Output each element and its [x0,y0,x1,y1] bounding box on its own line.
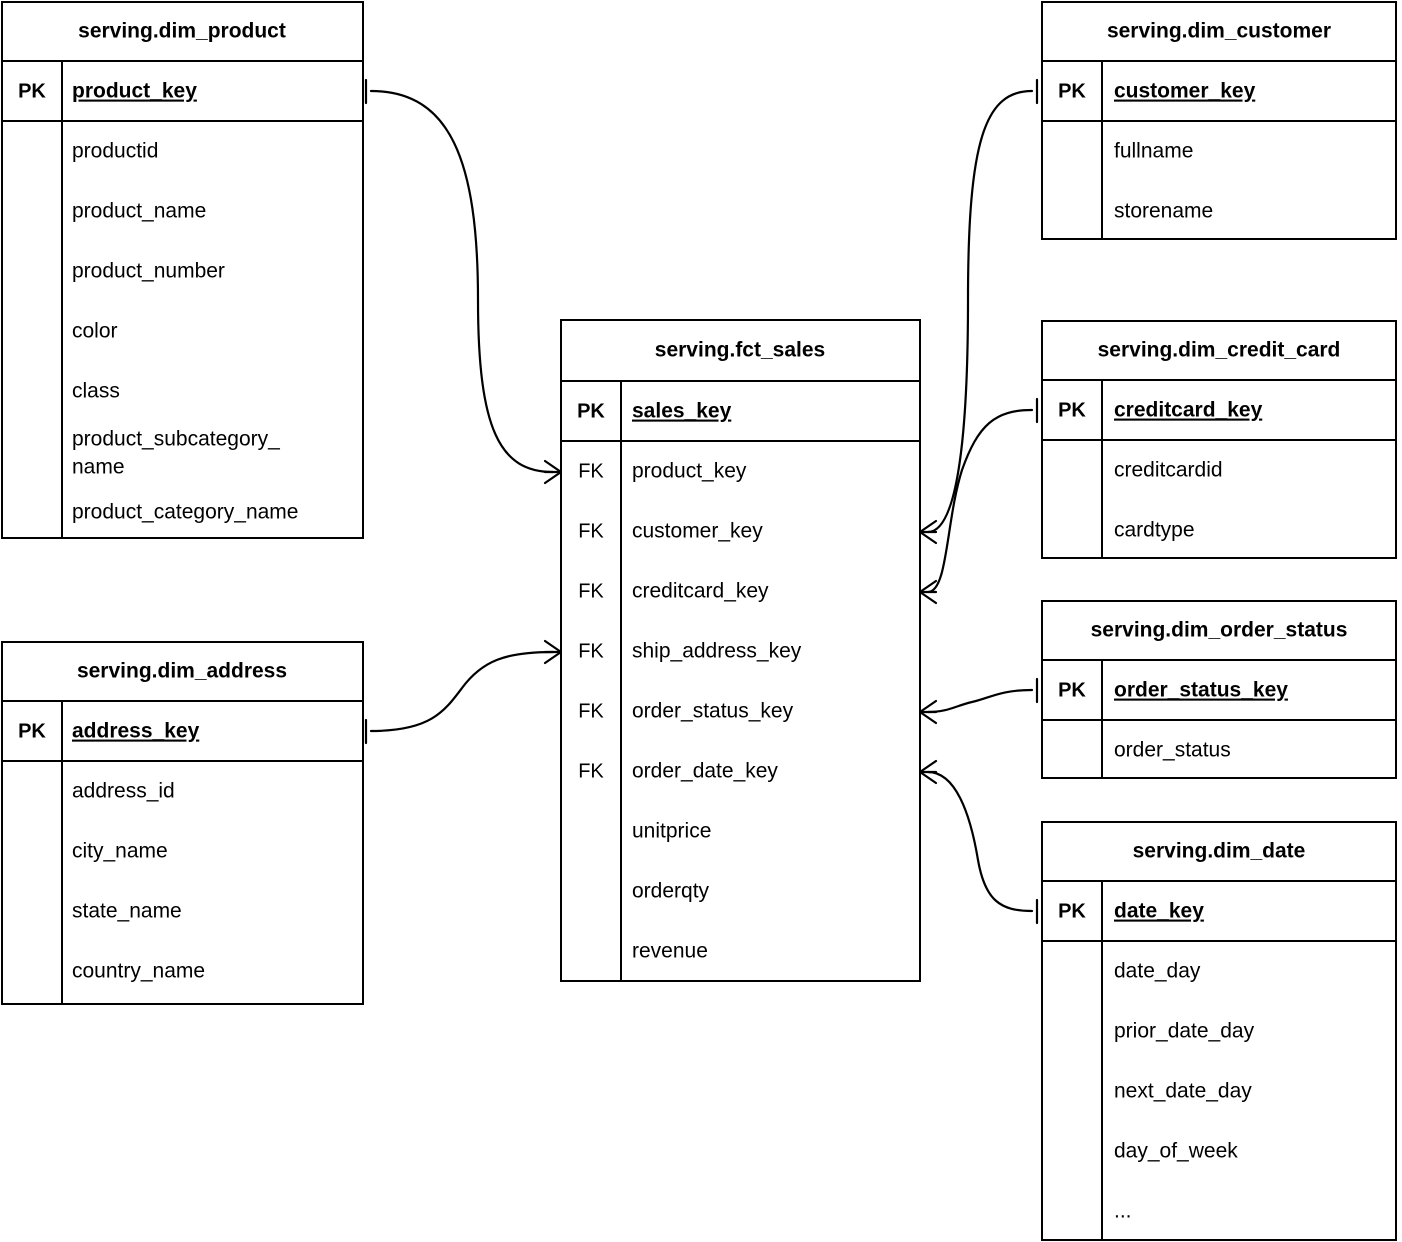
crowfoot-marker [918,699,938,725]
entity-dim-customer[interactable]: serving.dim_customer PK customer_key ful… [1041,1,1397,240]
column-state-name: state_name [72,900,182,923]
pk-column-name: date_key [1114,900,1204,923]
column-customer-key: customer_key [632,520,763,543]
column-class: class [72,380,120,403]
relationship-customer-sales[interactable] [918,78,1039,545]
column-product-number: product_number [72,260,225,283]
entity-dim-address[interactable]: serving.dim_address PK address_key addre… [1,641,364,1005]
column-day-of-week: day_of_week [1114,1140,1238,1163]
relationship-product-sales[interactable] [364,78,563,485]
column-ellipsis: ... [1114,1200,1132,1223]
column-product-name: product_name [72,200,206,223]
pk-tag: PK [18,80,46,102]
column-order-date-key: order_date_key [632,760,778,783]
column-date-day: date_day [1114,960,1201,983]
fk-tag-product-key: FK [578,460,604,482]
fk-tag-creditcard-key: FK [578,580,604,602]
column-productid: productid [72,140,158,163]
column-cardtype: cardtype [1114,519,1195,542]
relationship-address-sales[interactable] [364,639,563,745]
entity-title: serving.dim_order_status [1091,619,1348,642]
pk-tag: PK [1058,399,1086,421]
column-storename: storename [1114,200,1213,223]
fk-tag-order-status-key: FK [578,700,604,722]
crowfoot-marker [543,459,563,485]
pk-tag: PK [1058,900,1086,922]
column-address-id: address_id [72,780,175,803]
column-order-status-key: order_status_key [632,700,794,723]
column-creditcardid: creditcardid [1114,459,1223,482]
pk-column-name: order_status_key [1114,679,1288,702]
column-product-subcategory-name-line1: product_subcategory_ [72,428,280,451]
column-orderqty: orderqty [632,880,710,903]
entity-title: serving.fct_sales [655,339,825,362]
column-revenue: revenue [632,940,708,963]
column-creditcard-key: creditcard_key [632,580,769,603]
entity-title: serving.dim_address [77,660,287,683]
column-next-date-day: next_date_day [1114,1080,1252,1103]
column-product-key: product_key [632,460,747,483]
pk-column-name: product_key [72,80,197,103]
column-product-subcategory-name-line2: name [72,456,125,479]
pk-column-name: creditcard_key [1114,399,1263,422]
entity-dim-order-status[interactable]: serving.dim_order_status PK order_status… [1041,600,1397,779]
pk-tag: PK [577,400,605,422]
crowfoot-marker [543,639,563,665]
fk-tag-ship-address-key: FK [578,640,604,662]
column-color: color [72,320,118,343]
fk-tag-customer-key: FK [578,520,604,542]
pk-column-name: customer_key [1114,80,1256,103]
crowfoot-marker [918,759,938,785]
relationship-date-sales[interactable] [918,759,1039,925]
pk-column-name: address_key [72,720,200,743]
entity-dim-product[interactable]: serving.dim_product PK product_key produ… [1,1,364,539]
entity-dim-date[interactable]: serving.dim_date PK date_key date_day pr… [1041,821,1397,1241]
relationship-layer [364,78,1039,925]
column-ship-address-key: ship_address_key [632,640,802,663]
entity-title: serving.dim_credit_card [1098,339,1341,362]
entity-fct-sales[interactable]: serving.fct_sales PK sales_key FK produc… [560,319,921,982]
column-fullname: fullname [1114,140,1193,163]
entity-title: serving.dim_date [1133,840,1306,863]
crowfoot-marker [918,579,938,605]
relationship-orderstatus-sales[interactable] [918,677,1039,725]
column-unitprice: unitprice [632,820,711,843]
column-order-status: order_status [1114,739,1231,762]
fk-tag-order-date-key: FK [578,760,604,782]
column-product-category-name: product_category_name [72,501,298,524]
column-city-name: city_name [72,840,168,863]
entity-title: serving.dim_product [78,20,286,43]
relationship-creditcard-sales[interactable] [918,397,1039,605]
pk-column-name: sales_key [632,400,732,423]
entity-dim-credit-card[interactable]: serving.dim_credit_card PK creditcard_ke… [1041,320,1397,559]
pk-tag: PK [18,720,46,742]
column-country-name: country_name [72,960,205,983]
pk-tag: PK [1058,80,1086,102]
entity-title: serving.dim_customer [1107,20,1331,43]
crowfoot-marker [918,519,938,545]
column-prior-date-day: prior_date_day [1114,1020,1255,1043]
pk-tag: PK [1058,679,1086,701]
